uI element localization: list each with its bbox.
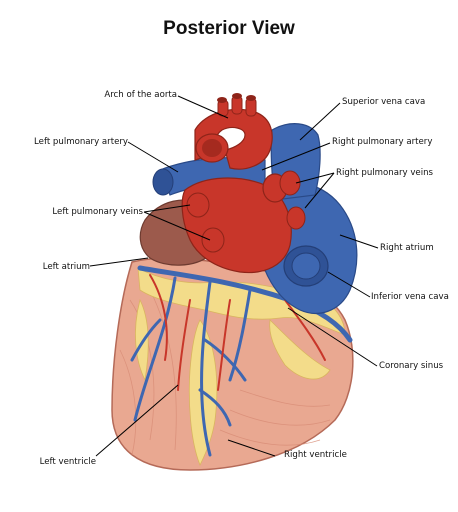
- page-title: Posterior View: [163, 18, 295, 39]
- left-pulmonary-vein-upper: [186, 192, 210, 218]
- fat-patch-right: [269, 319, 331, 380]
- label-left-ventricle: Left ventricle: [39, 457, 96, 467]
- label-right-ventricle: Right ventricle: [284, 450, 347, 460]
- label-coronary-sinus: Coronary sinus: [379, 361, 444, 371]
- label-superior-vena-cava: Superior vena cava: [342, 97, 426, 107]
- right-pulmonary-vein-upper: [279, 170, 301, 196]
- coronary-veins: [130, 265, 353, 457]
- left-pulmonary-vein-lower: [201, 227, 225, 253]
- fat-patch-left: [135, 298, 149, 382]
- coronary-arteries: [149, 274, 326, 391]
- label-inferior-vena-cava: Inferior vena cava: [371, 292, 449, 302]
- label-left-pulmonary-artery: Left pulmonary artery: [34, 137, 128, 147]
- leader-lines: [89, 95, 379, 457]
- label-right-atrium: Right atrium: [380, 243, 434, 253]
- label-left-pulmonary-veins: Left pulmonary veins: [52, 207, 143, 217]
- label-right-pulmonary-artery: Right pulmonary artery: [332, 137, 433, 147]
- right-pulmonary-vein-lower: [286, 206, 306, 230]
- label-arch-of-aorta: Arch of the aorta: [104, 90, 177, 100]
- label-right-pulmonary-veins: Right pulmonary veins: [336, 168, 434, 178]
- label-left-atrium: Left atrium: [42, 262, 90, 272]
